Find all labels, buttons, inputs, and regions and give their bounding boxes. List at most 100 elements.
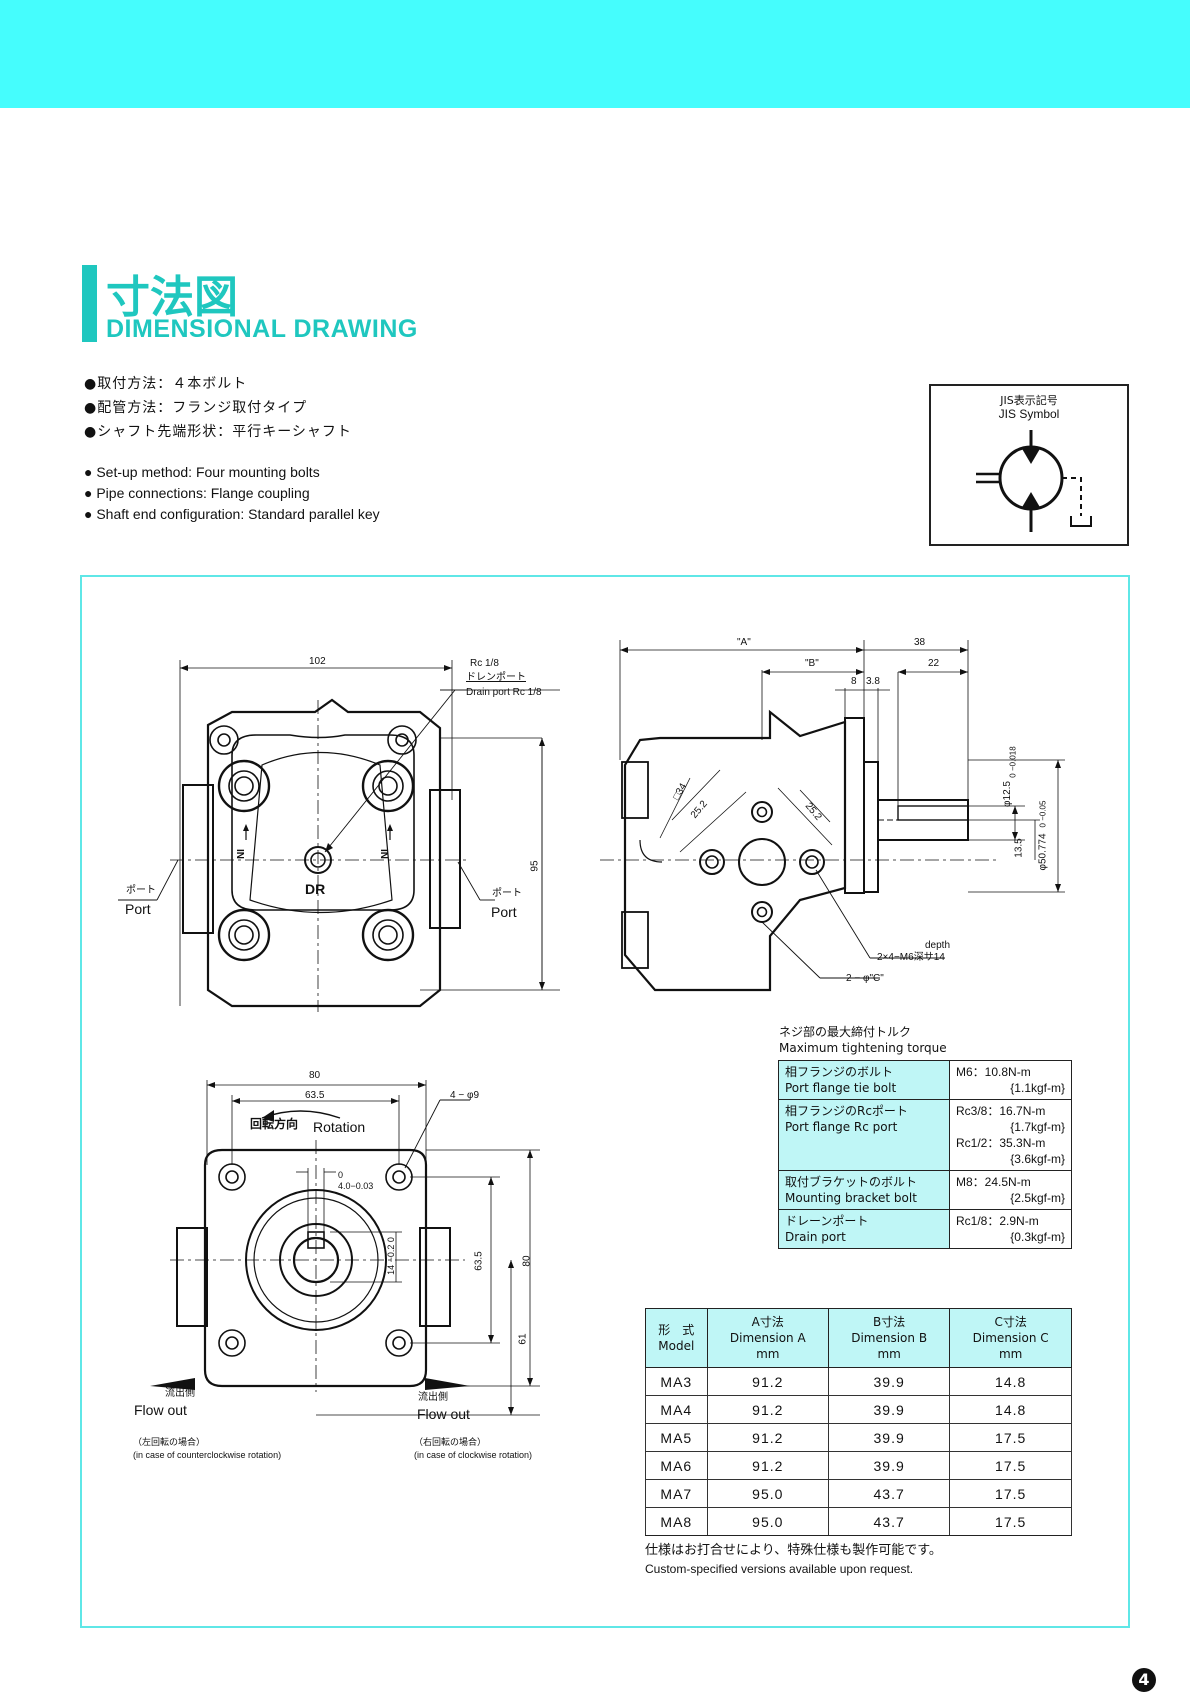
torque-title-jp: ネジ部の最大締付トルク xyxy=(779,1025,912,1039)
torque-value: Rc1/8：2.9N-m xyxy=(956,1214,1039,1228)
rotation-label-jp: 回転方向 xyxy=(250,1117,299,1131)
shaft-end-view-pump xyxy=(150,1080,540,1416)
hydraulic-motor-symbol-icon xyxy=(976,430,1092,532)
dim-label-b: "B" xyxy=(805,658,819,669)
cell-dim-c: 14.8 xyxy=(949,1367,1072,1396)
cell-dim-b: 39.9 xyxy=(827,1367,951,1396)
cell-dim-c: 17.5 xyxy=(949,1479,1072,1508)
torque-value-kgf: {2.5kgf-m} xyxy=(1010,1191,1065,1205)
header-unit: mm xyxy=(877,1347,901,1361)
header-dim-c: C寸法 Dimension C mm xyxy=(949,1308,1072,1368)
custom-note-en: Custom-specified versions available upon… xyxy=(645,1562,914,1576)
tap-label: 2×4−M6深サ14 xyxy=(877,952,945,963)
header-unit: mm xyxy=(998,1347,1023,1361)
custom-note: 仕様はお打合せにより、特殊仕様も製作可能です。 Custom-specified… xyxy=(645,1541,942,1579)
header-jp: A寸法 xyxy=(751,1315,784,1329)
inlet-label-right: IN xyxy=(378,849,389,859)
torque-value-cell: Rc3/8：16.7N-m{1.7kgf-m}Rc1/2：35.3N-m{3.6… xyxy=(949,1099,1072,1171)
torque-value-cell: M6：10.8N-m {1.1kgf-m} xyxy=(949,1060,1072,1100)
custom-note-jp: 仕様はお打合せにより、特殊仕様も製作可能です。 xyxy=(645,1543,942,1558)
title-english: DIMENSIONAL DRAWING xyxy=(106,315,418,343)
rotation-label-en: Rotation xyxy=(313,1119,366,1135)
cell-dim-b: 39.9 xyxy=(827,1395,951,1424)
drain-dr-label: DR xyxy=(305,881,326,897)
front-view-pump xyxy=(118,660,560,1012)
dim-label-13-5: 13.5 xyxy=(1013,838,1025,858)
depth-label: depth xyxy=(925,940,951,951)
dim-label-80: 80 xyxy=(309,1070,321,1081)
spec-item-setup-jp: ●取付方法：４本ボルト xyxy=(84,376,248,392)
drawing-frame xyxy=(80,575,1130,1628)
torque-value: Rc3/8：16.7N-m xyxy=(956,1104,1046,1118)
dim-label-63-5-vertical: 63.5 xyxy=(473,1251,485,1271)
torque-value: M6：10.8N-m xyxy=(956,1065,1031,1079)
torque-key-jp: ドレーンポート xyxy=(785,1214,869,1228)
spec-item-piping-jp: ●配管方法：フランジ取付タイプ xyxy=(84,400,308,416)
drain-port-label-jp: ドレンポート xyxy=(466,672,526,683)
key-height-label: 14 −0.2 0 xyxy=(385,1237,396,1275)
cell-dim-c: 14.8 xyxy=(949,1395,1072,1424)
cell-dim-c: 17.5 xyxy=(949,1507,1072,1536)
torque-value: M8：24.5N-m xyxy=(956,1175,1031,1189)
cell-dim-a: 91.2 xyxy=(706,1451,829,1480)
cell-dim-a: 91.2 xyxy=(706,1423,829,1452)
torque-key-en: Drain port xyxy=(785,1230,846,1244)
torque-key-jp: 相フランジのボルト xyxy=(785,1065,894,1079)
side-view-pump xyxy=(600,640,1065,992)
spec-list-japanese: ●取付方法：４本ボルト ●配管方法：フランジ取付タイプ ●シャフト先端形状：平行… xyxy=(84,372,380,444)
dim-label-8: 8 xyxy=(851,676,857,687)
dim-label-95: 95 xyxy=(529,860,541,872)
header-jp: C寸法 xyxy=(994,1315,1027,1329)
spec-item-shaft-jp: ●シャフト先端形状：平行キーシャフト xyxy=(84,424,352,440)
torque-value-kgf: {1.1kgf-m} xyxy=(1010,1081,1065,1095)
torque-value-cell: M8：24.5N-m {2.5kgf-m} xyxy=(949,1170,1072,1210)
header-unit: mm xyxy=(756,1347,780,1361)
ccw-note-jp: （左回転の場合） xyxy=(133,1437,206,1447)
dim-label-38: 38 xyxy=(914,637,926,648)
port-label-right-en: Port xyxy=(491,904,517,920)
jis-label-english: JIS Symbol xyxy=(998,407,1060,421)
cw-note-en: (in case of clockwise rotation) xyxy=(414,1450,533,1460)
torque-key-en: Port flange Rc port xyxy=(785,1120,898,1134)
drain-port-label-en: Drain port Rc 1/8 xyxy=(466,687,542,698)
torque-value-kgf: {3.6kgf-m} xyxy=(1010,1152,1065,1166)
torque-key-en: Mounting bracket bolt xyxy=(785,1191,917,1205)
cell-model: MA3 xyxy=(645,1367,708,1396)
ccw-note-en: (in case of counterclockwise rotation) xyxy=(133,1450,282,1460)
torque-row: 取付ブラケットのボルト Mounting bracket bolt M8：24.5… xyxy=(778,1170,1072,1210)
dim-label-3-8: 3.8 xyxy=(866,676,880,687)
dowel-hole-label: 2 − φ"C" xyxy=(846,973,884,984)
cell-dim-a: 95.0 xyxy=(706,1479,829,1508)
title-japanese: 寸法図 xyxy=(106,272,238,323)
torque-row: ドレーンポート Drain port Rc1/8：2.9N-m{0.3kgf-m} xyxy=(778,1209,1072,1249)
torque-key-jp: 取付ブラケットのボルト xyxy=(785,1175,918,1189)
header-en: Dimension C xyxy=(972,1331,1049,1345)
header-color-band xyxy=(0,0,1190,108)
dim-label-80-vertical: 80 xyxy=(521,1255,533,1267)
spec-item-piping-en: ● Pipe connections: Flange coupling xyxy=(84,485,310,501)
dim-label-pilot-dia: φ50.774 xyxy=(1037,833,1049,871)
title-accent-bar xyxy=(82,265,97,342)
cell-dim-c: 17.5 xyxy=(949,1423,1072,1452)
torque-value-cell: Rc1/8：2.9N-m{0.3kgf-m} xyxy=(949,1209,1072,1249)
cell-dim-b: 39.9 xyxy=(827,1451,951,1480)
header-en: Dimension B xyxy=(851,1331,928,1345)
spec-item-shaft-en: ● Shaft end configuration: Standard para… xyxy=(84,506,380,522)
torque-value: Rc1/2：35.3N-m xyxy=(956,1136,1046,1150)
flow-out-left-jp: 流出側 xyxy=(165,1388,195,1399)
cell-dim-a: 95.0 xyxy=(706,1507,829,1536)
